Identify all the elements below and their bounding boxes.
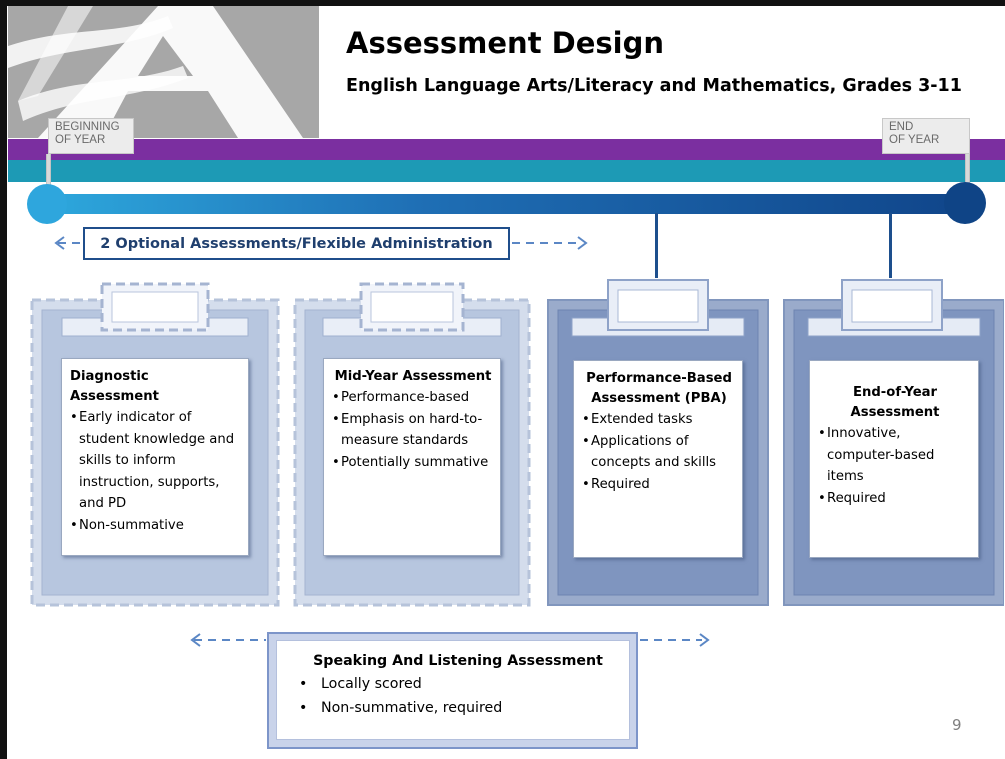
midyear-bullet: Potentially summative — [332, 452, 494, 474]
pba-bullet: Required — [582, 474, 736, 496]
timeline-end-dot — [944, 182, 986, 224]
start-marker-line2: OF YEAR — [55, 134, 106, 146]
start-marker: BEGINNING OF YEAR — [48, 118, 134, 154]
slide-frame-top — [0, 0, 1005, 6]
page-number: 9 — [952, 716, 962, 734]
eoy-connector — [889, 213, 892, 278]
midyear-card: Mid-Year Assessment Performance-based Em… — [323, 358, 501, 556]
pba-bullet: Applications of concepts and skills — [582, 431, 736, 474]
optional-assessments-label: 2 Optional Assessments/Flexible Administ… — [83, 227, 510, 260]
purple-band — [8, 139, 1005, 160]
logo-a-mark — [8, 6, 319, 138]
teal-band — [8, 160, 1005, 182]
speaking-bullet: Non-summative, required — [297, 696, 619, 720]
speaking-title: Speaking And Listening Assessment — [313, 653, 603, 669]
diagnostic-title: Diagnostic Assessment — [70, 369, 159, 404]
speaking-card: Speaking And Listening Assessment Locall… — [276, 640, 630, 740]
diagnostic-clipboard: Diagnostic Assessment Early indicator of… — [30, 278, 280, 607]
diagnostic-card: Diagnostic Assessment Early indicator of… — [61, 358, 249, 556]
start-marker-line1: BEGINNING — [55, 121, 120, 133]
end-marker-line1: END — [889, 121, 914, 133]
eoy-card: End-of-Year Assessment Innovative, compu… — [809, 360, 979, 558]
timeline-bar — [50, 194, 970, 214]
midyear-bullet: Emphasis on hard-to-measure standards — [332, 409, 494, 452]
pba-bullet: Extended tasks — [582, 409, 736, 431]
end-marker-line2: OF YEAR — [889, 134, 940, 146]
eoy-clipboard: End-of-Year Assessment Innovative, compu… — [782, 278, 1004, 607]
midyear-clipboard: Mid-Year Assessment Performance-based Em… — [293, 278, 531, 607]
end-marker-stem — [965, 154, 970, 188]
timeline-start-dot — [27, 184, 67, 224]
midyear-title: Mid-Year Assessment — [334, 369, 492, 384]
pba-card: Performance-Based Assessment (PBA) Exten… — [573, 360, 743, 558]
optional-dashed-arrow — [54, 236, 588, 250]
end-marker: END OF YEAR — [882, 118, 970, 154]
diagnostic-bullet: Early indicator of student knowledge and… — [70, 407, 242, 515]
slide-title: Assessment Design — [346, 26, 664, 60]
eoy-title: End-of-Year Assessment — [850, 385, 940, 420]
pba-title: Performance-Based Assessment (PBA) — [586, 371, 732, 406]
diagnostic-bullet: Non-summative — [70, 515, 242, 537]
speaking-bullet: Locally scored — [297, 672, 619, 696]
eoy-bullet: Innovative, computer-based items — [818, 423, 972, 488]
pba-connector — [655, 213, 658, 278]
midyear-bullet: Performance-based — [332, 387, 494, 409]
speaking-dashed-arrow — [190, 633, 710, 647]
pba-clipboard: Performance-Based Assessment (PBA) Exten… — [546, 278, 770, 607]
slide-frame-left — [0, 0, 7, 759]
eoy-bullet: Required — [818, 488, 972, 510]
start-marker-stem — [46, 154, 51, 190]
slide-subtitle: English Language Arts/Literacy and Mathe… — [346, 76, 962, 96]
logo — [8, 6, 319, 138]
